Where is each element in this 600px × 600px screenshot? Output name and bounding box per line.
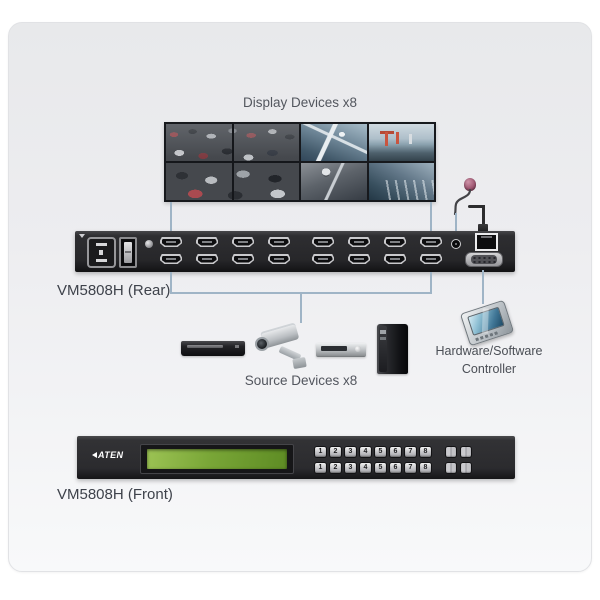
ethernet-plug-icon xyxy=(478,224,488,233)
video-wall xyxy=(164,122,436,202)
ethernet-cable-icon xyxy=(468,205,485,208)
ir-jack-icon xyxy=(451,239,461,249)
power-pin xyxy=(99,250,103,255)
hdmi-port-icon xyxy=(312,237,334,247)
function-button xyxy=(461,463,471,473)
output-button: 4 xyxy=(360,447,371,457)
hdmi-port-icon xyxy=(160,237,182,247)
hdmi-port-icon xyxy=(196,237,218,247)
power-inlet-icon xyxy=(87,237,116,268)
output-button: 5 xyxy=(375,447,386,457)
power-switch-icon xyxy=(119,237,137,268)
hdmi-input-row xyxy=(160,254,442,264)
harbor-aerial-feed-icon xyxy=(368,163,434,200)
hdmi-port-icon xyxy=(384,237,406,247)
hdmi-port-icon xyxy=(268,237,290,247)
serial-port-icon xyxy=(465,252,503,267)
hdmi-port-icon xyxy=(312,254,334,264)
hdmi-port-icon xyxy=(196,254,218,264)
input-button: 7 xyxy=(405,463,416,473)
rj45-port-icon xyxy=(475,233,498,251)
output-button: 8 xyxy=(420,447,431,457)
hdmi-port-icon xyxy=(420,254,442,264)
function-button xyxy=(446,463,456,473)
harbor-crane-feed-icon xyxy=(368,124,434,161)
controller-label-line1: Hardware/Software xyxy=(435,344,543,358)
desktop-pc-icon xyxy=(377,324,408,374)
ethernet-cable-icon xyxy=(482,205,485,226)
controller-cable-line xyxy=(482,270,484,304)
input-button: 8 xyxy=(420,463,431,473)
source-devices-label: Source Devices x8 xyxy=(244,373,358,388)
cctv-camera-icon xyxy=(252,322,314,374)
hdmi-port-icon xyxy=(348,254,370,264)
front-panel: ATEN 1 2 3 4 5 6 7 8 1 2 3 4 5 6 7 8 xyxy=(77,436,515,479)
controller-icon xyxy=(456,299,516,348)
source-bracket-left xyxy=(170,272,172,293)
source-bracket-center xyxy=(300,293,302,323)
ir-receiver-icon xyxy=(464,178,476,191)
front-panel-label: VM5808H (Front) xyxy=(57,486,173,503)
display-cable-line-left xyxy=(170,202,172,232)
input-button: 1 xyxy=(315,463,326,473)
function-button-row-bottom xyxy=(446,463,471,473)
hdmi-port-icon xyxy=(232,254,254,264)
aten-logo: ATEN xyxy=(92,450,123,460)
output-button: 7 xyxy=(405,447,416,457)
hdmi-port-icon xyxy=(160,254,182,264)
output-button: 2 xyxy=(330,447,341,457)
dome-camera-feed-icon xyxy=(301,163,367,200)
rear-panel-label: VM5808H (Rear) xyxy=(57,282,171,299)
input-button-row: 1 2 3 4 5 6 7 8 xyxy=(315,463,431,473)
dvd-player-icon xyxy=(181,341,245,356)
hdmi-port-icon xyxy=(384,254,406,264)
display-cable-line-right xyxy=(430,202,432,232)
controller-label: Hardware/Software Controller xyxy=(426,343,552,378)
output-button: 3 xyxy=(345,447,356,457)
hdmi-output-row xyxy=(160,237,442,247)
controller-body xyxy=(459,299,515,347)
media-player-icon xyxy=(316,343,366,357)
input-button: 4 xyxy=(360,463,371,473)
hdmi-port-icon xyxy=(268,254,290,264)
hdmi-port-icon xyxy=(348,237,370,247)
source-bracket-right xyxy=(430,272,432,293)
camera-lens xyxy=(255,337,269,351)
input-button: 6 xyxy=(390,463,401,473)
lcd-display xyxy=(140,444,294,474)
input-button: 2 xyxy=(330,463,341,473)
output-button: 1 xyxy=(315,447,326,457)
display-devices-label: Display Devices x8 xyxy=(242,95,358,110)
hdmi-port-icon xyxy=(420,237,442,247)
function-button-row-top xyxy=(446,447,471,457)
output-button: 6 xyxy=(390,447,401,457)
rear-panel xyxy=(75,231,515,272)
lcd-screen xyxy=(147,449,287,469)
output-button-row: 1 2 3 4 5 6 7 8 xyxy=(315,447,431,457)
controller-screen xyxy=(467,306,505,336)
hdmi-port-icon xyxy=(232,237,254,247)
camera-base xyxy=(292,356,307,370)
input-button: 5 xyxy=(375,463,386,473)
function-button xyxy=(461,447,471,457)
drive-slot xyxy=(380,337,386,340)
ir-cable-line xyxy=(455,213,457,238)
grounding-screw-icon xyxy=(145,240,153,248)
input-button: 3 xyxy=(345,463,356,473)
function-button xyxy=(446,447,456,457)
ir-cable-icon xyxy=(453,189,472,215)
controller-label-line2: Controller xyxy=(461,361,517,376)
alignment-mark-icon xyxy=(79,234,85,238)
surveillance-feed-icon xyxy=(301,124,367,161)
traffic-video-feed xyxy=(166,124,299,200)
